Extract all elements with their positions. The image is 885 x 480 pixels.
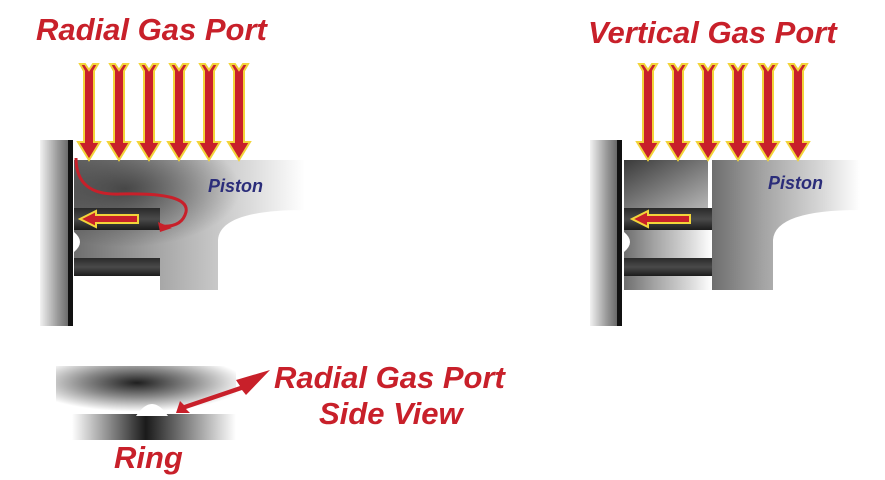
down-arrow — [696, 63, 720, 161]
gas-flow-arrowhead-left — [158, 222, 172, 232]
cylinder-wall-edge-right — [617, 140, 622, 326]
down-arrow — [77, 63, 101, 161]
vertical-port-cross-section — [590, 63, 860, 326]
piston-body-right — [712, 160, 860, 290]
side-view-label-line1: Radial Gas Port — [274, 360, 505, 395]
piston-land-right — [624, 160, 708, 208]
down-arrow — [167, 63, 191, 161]
ring-side-view — [56, 366, 270, 440]
radial-port-notch — [136, 404, 168, 416]
down-arrow — [107, 63, 131, 161]
piston-label-left: Piston — [208, 176, 264, 196]
gas-flow-path-left — [74, 157, 188, 228]
down-arrow — [197, 63, 221, 161]
ring-label: Ring — [114, 440, 183, 475]
radial-port-cross-section — [40, 63, 305, 326]
down-arrow — [726, 63, 750, 161]
second-ring-groove-left — [74, 258, 160, 276]
down-arrows-left — [77, 63, 251, 161]
down-arrows-right — [636, 63, 810, 161]
down-arrow — [137, 63, 161, 161]
side-view-label-line2: Side View — [319, 396, 463, 431]
second-ring-groove-right — [624, 258, 712, 276]
down-arrow — [666, 63, 690, 161]
cylinder-wall-right — [590, 140, 620, 326]
left-arrow-in-groove-right — [629, 209, 691, 229]
down-arrow — [636, 63, 660, 161]
radial-gas-port-title: Radial Gas Port — [36, 12, 267, 47]
cylinder-wall-edge-left — [68, 140, 73, 326]
cylinder-wall-left — [40, 140, 72, 326]
vertical-port-gap-right — [708, 160, 712, 208]
piston-label-right: Piston — [768, 173, 824, 193]
ring-side-bottom — [72, 414, 236, 440]
left-arrow-in-groove-left — [77, 209, 139, 229]
side-view-pointer-arrow — [176, 370, 270, 413]
port-hole-right — [624, 232, 630, 252]
down-arrow — [227, 63, 251, 161]
radial-port-hole-left — [74, 232, 80, 252]
vertical-gas-port-title: Vertical Gas Port — [588, 15, 837, 50]
down-arrow — [756, 63, 780, 161]
down-arrow — [786, 63, 810, 161]
